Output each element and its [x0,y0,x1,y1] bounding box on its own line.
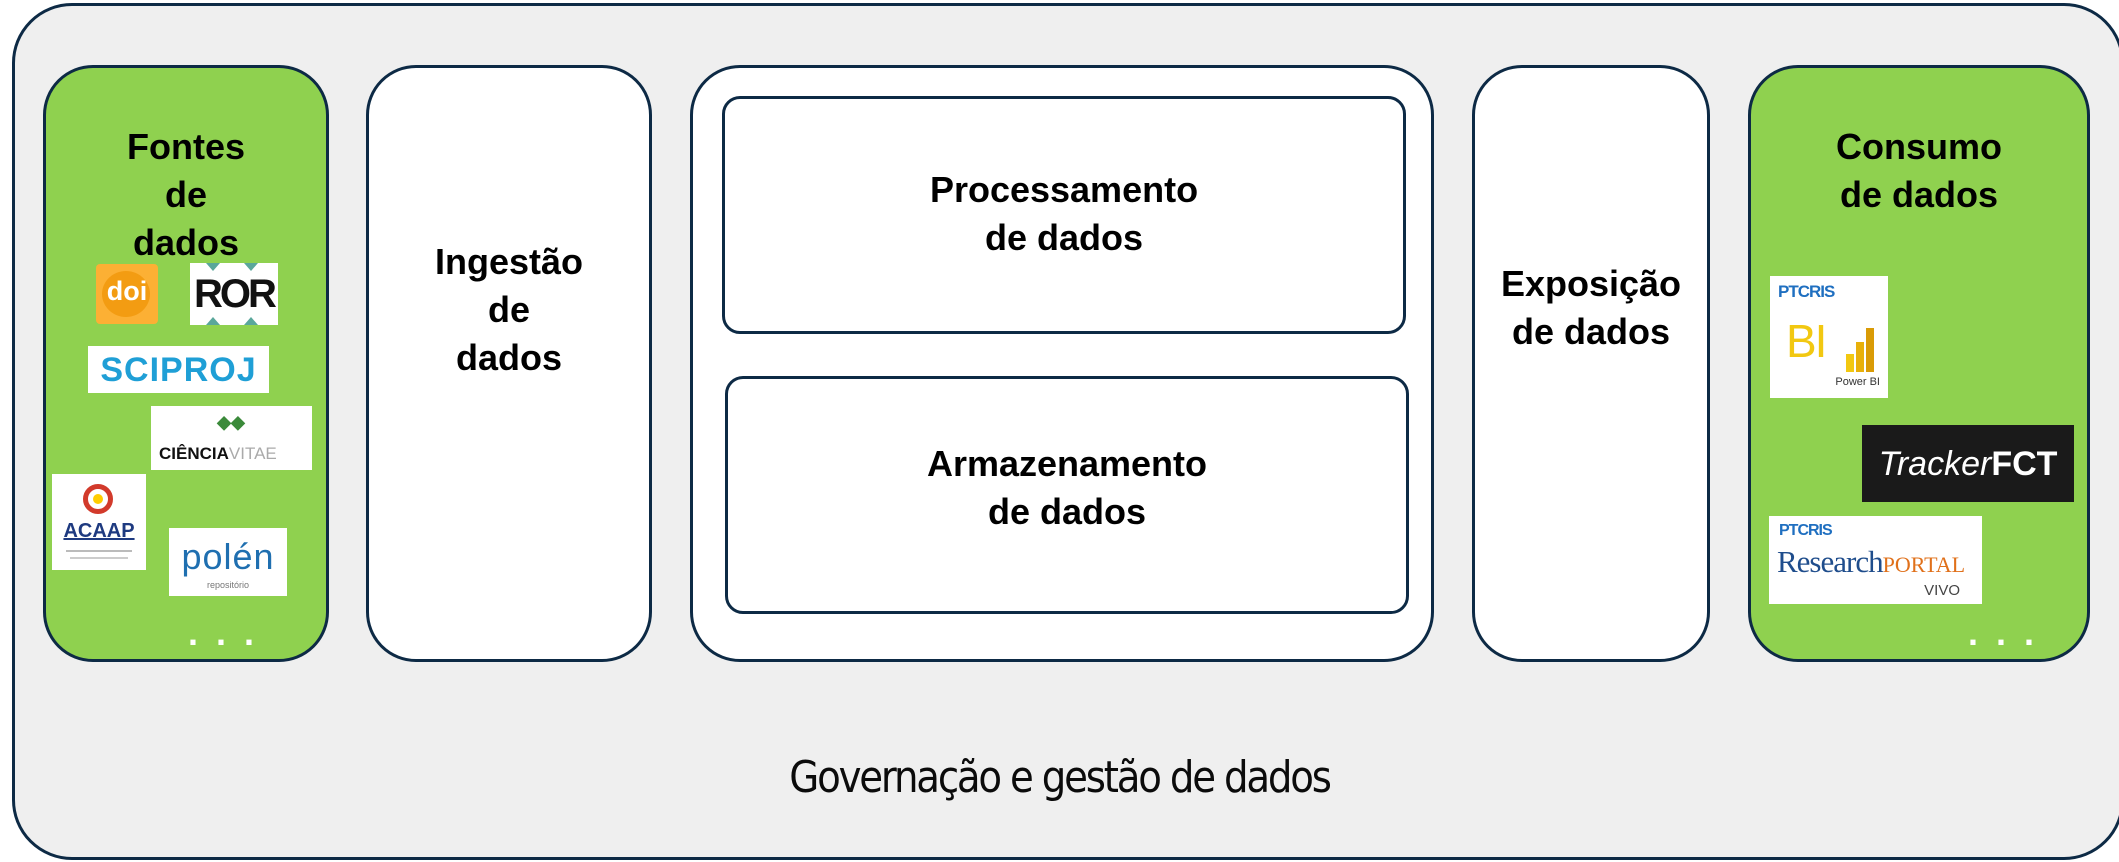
exposicao-de-dados-label: Exposição de dados [1500,263,1682,352]
ptcris-bi-text: BI [1786,315,1827,367]
research-portal-text-a: Research [1777,544,1884,579]
research-portal-subtext: VIVO [1924,582,1960,599]
ptcris-bi-subtext: Power BI [1835,376,1880,388]
ror-logo: ROR [190,263,278,325]
tracker-fct-text-a: Tracker [1878,445,1992,483]
governance-label: Governação e gestão de dados [789,752,1332,803]
polen-logo-subtext: repositório [206,580,250,590]
processamento-de-dados-label: Processamento de dados [929,169,1199,258]
exposicao-de-dados-box: Exposição de dados [1472,65,1710,662]
sciproj-logo-text: SCIPROJ [100,351,257,389]
power-bi-bars-icon [1846,328,1874,372]
acaap-logo: ACAAP [52,474,146,570]
doi-logo-text: doi [106,276,148,306]
research-portal-text-b: PORTAL [1882,552,1966,577]
armazenamento-de-dados-label: Armazenamento de dados [926,443,1208,532]
research-portal-brand: PTCRIS [1779,522,1833,539]
polen-logo: polén repositório [169,528,287,596]
ror-logo-text: ROR [194,272,277,316]
more-consumers-ellipsis: ... [1968,612,2053,653]
ptcris-bi-brand: PTCRIS [1778,282,1835,301]
cienciavitae-text-b: VITAE [228,444,277,463]
ingestao-de-dados-box: Ingestão de dados [366,65,652,662]
fontes-de-dados-label: Fontes de dados [126,126,245,263]
consumo-de-dados-label: Consumo de dados [1836,126,2002,215]
ingestao-de-dados-label: Ingestão de dados [434,241,584,378]
polen-logo-text: polén [181,536,275,577]
tracker-fct-logo: TrackerFCT [1862,425,2074,502]
ptcris-bi-logo: PTCRIS BI Power BI [1770,276,1888,398]
more-sources-ellipsis: ... [188,612,273,653]
tracker-fct-text-b: FCT [1991,445,2058,483]
acaap-logo-text: ACAAP [63,520,135,542]
armazenamento-de-dados-box: Armazenamento de dados [725,376,1409,614]
processamento-de-dados-box: Processamento de dados [722,96,1406,334]
cienciavitae-text-a: CIÊNCIA [159,444,229,463]
acaap-emblem-icon [83,484,113,514]
doi-logo: doi [96,264,158,324]
ptcris-research-portal-logo: PTCRIS ResearchPORTAL VIVO [1769,516,1982,604]
sciproj-logo: SCIPROJ [88,346,269,393]
cienciavitae-mark-icon: ◆◆ [217,412,245,432]
cienciavitae-logo: ◆◆ CIÊNCIAVITAE [151,406,312,470]
